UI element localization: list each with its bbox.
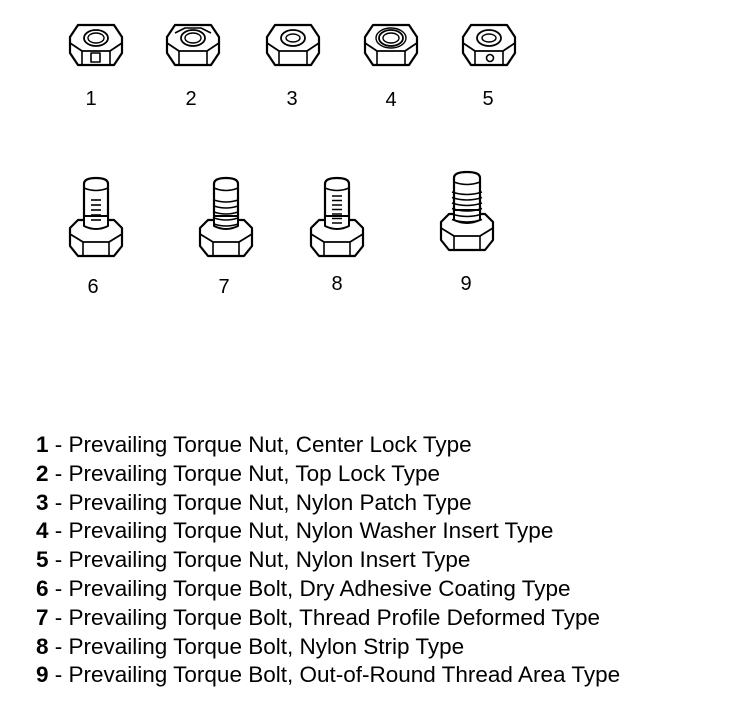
part-number-label: 1 xyxy=(85,88,96,110)
part-number-label: 2 xyxy=(185,88,196,110)
legend-separator: - xyxy=(48,662,69,688)
legend-number: 2 xyxy=(36,460,49,486)
parts-legend: 1 - Prevailing Torque Nut, Center Lock T… xyxy=(36,431,620,690)
legend-description: Prevailing Torque Nut, Nylon Insert Type xyxy=(68,547,471,573)
legend-separator: - xyxy=(48,489,69,515)
bolt-thread-deformed-icon xyxy=(198,176,254,258)
legend-separator: - xyxy=(48,518,69,544)
legend-description: Prevailing Torque Nut, Nylon Patch Type xyxy=(68,489,472,515)
legend-description: Prevailing Torque Nut, Nylon Washer Inse… xyxy=(68,518,554,544)
legend-number: 8 xyxy=(36,633,49,659)
part-number-label: 6 xyxy=(87,276,98,298)
part-number-label: 3 xyxy=(286,88,297,110)
nut-nylon-patch-icon xyxy=(265,23,321,67)
legend-description: Prevailing Torque Nut, Center Lock Type xyxy=(68,432,472,457)
legend-separator: - xyxy=(48,432,69,457)
legend-description: Prevailing Torque Bolt, Dry Adhesive Coa… xyxy=(68,575,571,601)
fastener-illustrations: 1 2 3 4 5 6 7 8 9 xyxy=(68,23,517,298)
legend-number: 5 xyxy=(36,547,49,573)
legend-separator: - xyxy=(48,547,69,573)
legend-item: 6 - Prevailing Torque Bolt, Dry Adhesive… xyxy=(36,575,620,604)
nut-top-lock-icon xyxy=(165,23,221,67)
legend-item: 2 - Prevailing Torque Nut, Top Lock Type xyxy=(36,460,620,489)
part-number-label: 8 xyxy=(331,273,342,295)
bolt-nylon-strip-icon xyxy=(309,176,365,258)
legend-number: 9 xyxy=(36,662,49,688)
legend-item: 7 - Prevailing Torque Bolt, Thread Profi… xyxy=(36,604,620,633)
legend-item: 8 - Prevailing Torque Bolt, Nylon Strip … xyxy=(36,633,620,662)
legend-item: 4 - Prevailing Torque Nut, Nylon Washer … xyxy=(36,517,620,546)
part-number-label: 7 xyxy=(218,276,229,298)
legend-number: 6 xyxy=(36,575,49,601)
part-number-label: 5 xyxy=(482,88,493,110)
legend-number: 3 xyxy=(36,489,49,515)
legend-item: 9 - Prevailing Torque Bolt, Out-of-Round… xyxy=(36,661,620,690)
legend-number: 4 xyxy=(36,518,49,544)
legend-separator: - xyxy=(48,575,69,601)
part-number-label: 4 xyxy=(385,89,396,111)
legend-item: 5 - Prevailing Torque Nut, Nylon Insert … xyxy=(36,546,620,575)
legend-item: 3 - Prevailing Torque Nut, Nylon Patch T… xyxy=(36,489,620,518)
bolt-dry-adhesive-icon xyxy=(68,176,124,258)
legend-description: Prevailing Torque Bolt, Nylon Strip Type xyxy=(68,633,465,659)
nut-center-lock-icon xyxy=(68,23,124,67)
bolt-out-of-round-icon xyxy=(439,170,495,252)
legend-description: Prevailing Torque Nut, Top Lock Type xyxy=(68,460,440,486)
nut-nylon-washer-icon xyxy=(363,23,419,67)
legend-separator: - xyxy=(48,633,69,659)
legend-number: 7 xyxy=(36,604,49,630)
part-number-label: 9 xyxy=(460,273,471,295)
legend-description: Prevailing Torque Bolt, Out-of-Round Thr… xyxy=(68,662,621,688)
nut-nylon-insert-icon xyxy=(461,23,517,67)
legend-separator: - xyxy=(48,460,69,486)
legend-separator: - xyxy=(48,604,69,630)
legend-number: 1 xyxy=(36,432,49,457)
legend-item: 1 - Prevailing Torque Nut, Center Lock T… xyxy=(36,431,620,460)
legend-description: Prevailing Torque Bolt, Thread Profile D… xyxy=(68,604,601,630)
